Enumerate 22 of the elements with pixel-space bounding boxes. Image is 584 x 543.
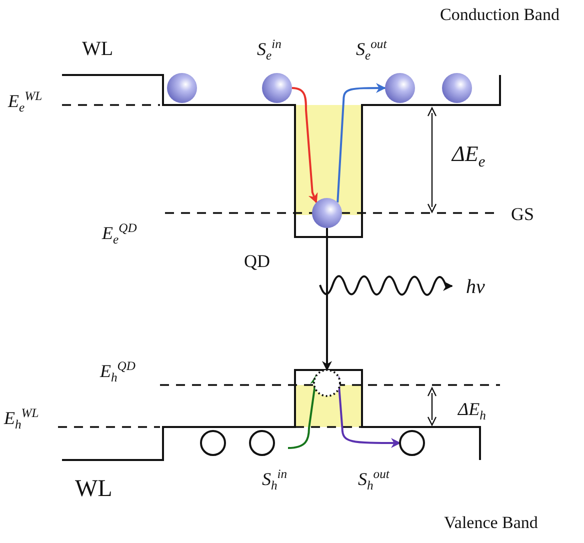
escape-arrow: [336, 83, 386, 202]
region-label: WL: [75, 476, 112, 502]
capture-arrow: [292, 87, 318, 204]
hole-circle: [249, 430, 275, 456]
level-label: GS: [511, 205, 534, 225]
hole-circle: [399, 430, 425, 456]
hole-circle: [200, 430, 226, 456]
region-label: WL: [82, 38, 114, 60]
electron-sphere: [312, 198, 342, 228]
electron-sphere: [167, 73, 197, 103]
electron-sphere: [442, 73, 472, 103]
electron-sphere: [385, 73, 415, 103]
photon-label: hν: [466, 276, 485, 298]
band-label: Valence Band: [444, 514, 538, 533]
recombination-arrow: [322, 228, 332, 371]
band-label: Conduction Band: [440, 6, 560, 25]
energy-gap-label: ΔE$_{e}$: [452, 142, 486, 172]
energy-gap-label: ΔE$_{h}$: [458, 400, 486, 424]
region-label: QD: [244, 252, 270, 272]
electron-sphere: [262, 73, 292, 103]
hole-circle: [313, 369, 341, 397]
photon-wave-arrow: [319, 275, 453, 296]
